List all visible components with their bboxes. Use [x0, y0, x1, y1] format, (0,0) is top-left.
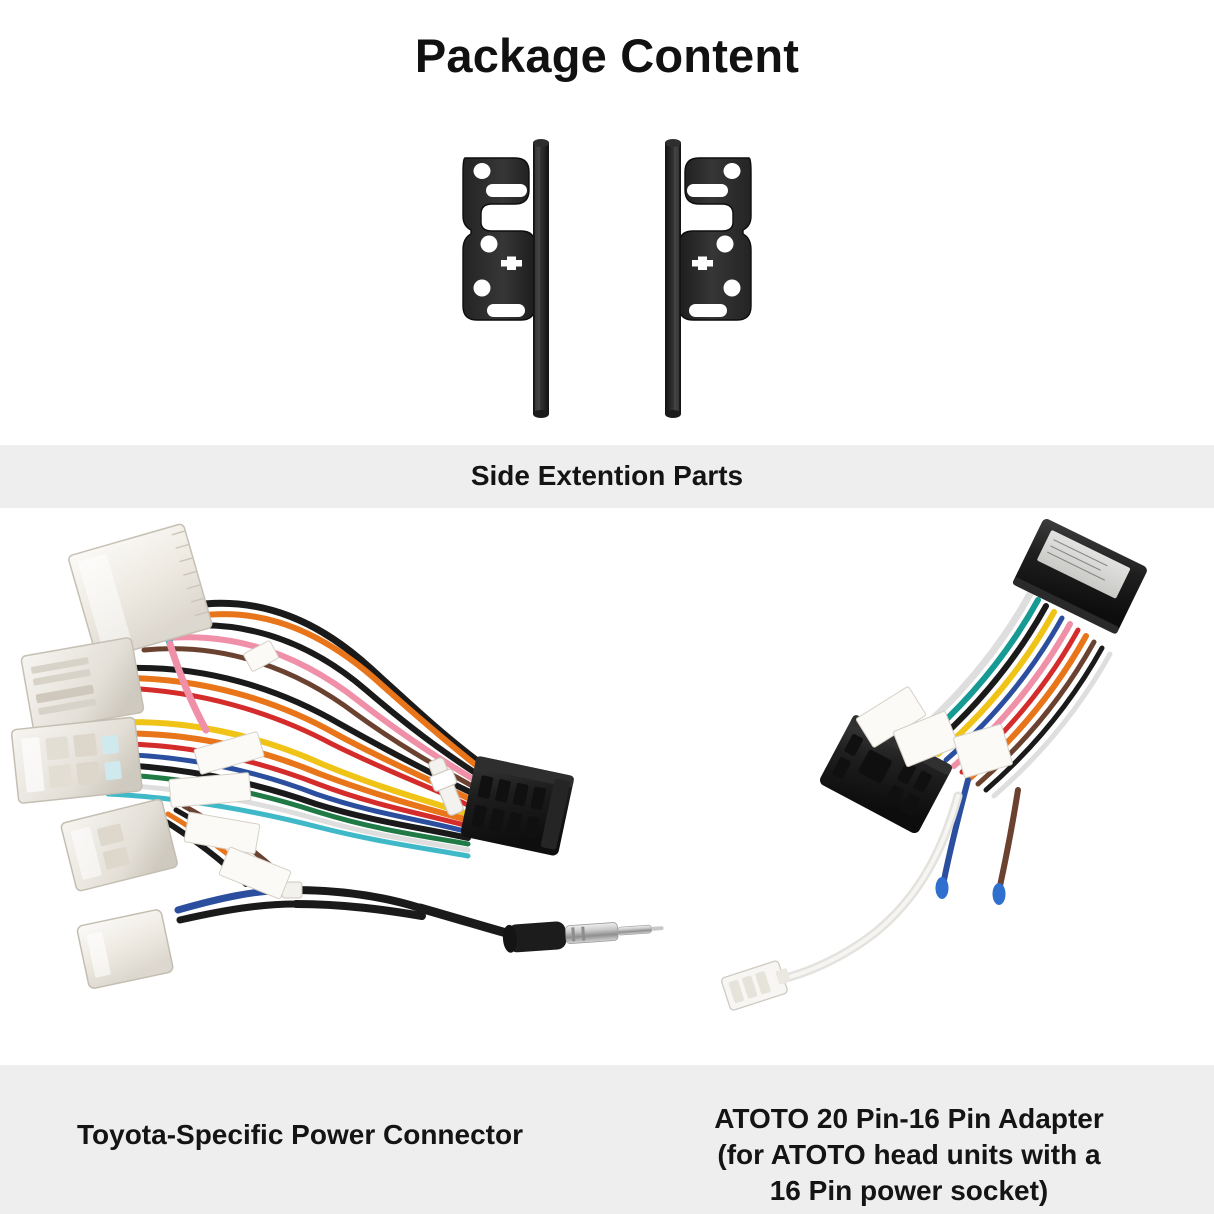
toyota-connector-housing-a: [68, 523, 213, 660]
antenna-adapter-plug: [502, 921, 664, 953]
bracket-left-spine-cap-top: [533, 138, 549, 147]
bracket-left-hole-bottom: [473, 279, 491, 296]
bracket-right-hole-bottom: [723, 279, 741, 296]
connector-label-sticker: [1037, 530, 1131, 599]
toyota-connector-housing-c: [10, 716, 143, 804]
page-title: Package Content: [414, 28, 800, 82]
atoto-adapter-caption-line2: (for ATOTO head units with a: [717, 1138, 1101, 1170]
wire-label-tags: [168, 640, 292, 900]
atoto-2pin-plug: [721, 960, 791, 1011]
bracket-right-slot-top: [687, 183, 728, 197]
bracket-right-slot-bottom: [689, 303, 727, 317]
side-extension-brackets-image: [437, 128, 777, 428]
bracket-right-plate: [678, 156, 752, 321]
bracket-right-spine-cap-top: [665, 138, 681, 147]
toyota-connector-housing-b: [20, 637, 145, 732]
toyota-harness-illustration: [10, 523, 664, 989]
toyota-connector-image: [10, 518, 670, 1018]
bracket-right-spine-cap-bottom: [665, 409, 681, 418]
blue-bullet-terminal-a: [935, 877, 949, 899]
bracket-right-spine-highlight: [674, 143, 679, 412]
bracket-right-keyhole: [692, 256, 713, 270]
bracket-right-hole-top: [723, 162, 741, 179]
atoto-adapter-image: [700, 518, 1200, 1028]
bracket-left-plate: [462, 156, 536, 321]
side-extension-section: [0, 110, 1214, 445]
side-extension-caption: Side Extention Parts: [470, 460, 744, 492]
bracket-left-slot-top: [486, 183, 527, 197]
bracket-left: [462, 138, 549, 418]
connectors-section: [0, 508, 1214, 1065]
side-extension-caption-band: Side Extention Parts: [0, 445, 1214, 508]
atoto-adapter-illustration: [721, 518, 1147, 1011]
atoto-wire-bundle: [773, 590, 1113, 985]
toyota-20pin-plug: [460, 756, 574, 856]
bracket-right: [665, 138, 752, 418]
bracket-left-hole-mid: [480, 235, 498, 252]
toyota-antenna-feed-connector: [76, 909, 174, 989]
bracket-left-keyhole: [501, 256, 522, 270]
zip-tie: [428, 757, 464, 816]
toyota-connector-housing-d: [60, 798, 178, 892]
wire-label-tag: [183, 811, 261, 855]
wire-label-tag: [953, 723, 1013, 779]
atoto-label-tags: [855, 686, 1013, 779]
page-header: Package Content: [0, 0, 1214, 110]
wire-label-tag: [243, 640, 279, 672]
antenna-lead-wires: [174, 886, 515, 939]
atoto-20pin-connector: [1012, 518, 1147, 634]
toyota-connector-caption: Toyota-Specific Power Connector: [77, 1119, 523, 1150]
toyota-connector-caption-block: Toyota-Specific Power Connector: [0, 1117, 600, 1153]
atoto-adapter-caption-line1: ATOTO 20 Pin-16 Pin Adapter: [714, 1103, 1104, 1134]
bracket-left-spine-highlight: [535, 143, 540, 412]
wire-label-tag: [218, 846, 292, 900]
wire-label-tag: [168, 772, 252, 808]
bracket-left-spine-cap-bottom: [533, 409, 549, 418]
bracket-left-slot-bottom: [487, 303, 525, 317]
bracket-right-hole-mid: [716, 235, 734, 252]
wire-label-tag: [893, 710, 959, 768]
atoto-adapter-caption-line3: 16 Pin power socket): [769, 1174, 1049, 1206]
connectors-caption-band: Toyota-Specific Power Connector ATOTO 20…: [0, 1065, 1214, 1214]
brackets-illustration: [462, 138, 752, 418]
blue-bullet-terminal-b: [992, 883, 1006, 905]
atoto-adapter-caption-block: ATOTO 20 Pin-16 Pin Adapter (for ATOTO h…: [604, 1101, 1214, 1208]
bracket-left-hole-top: [473, 162, 491, 179]
wire-label-tag: [193, 731, 265, 775]
